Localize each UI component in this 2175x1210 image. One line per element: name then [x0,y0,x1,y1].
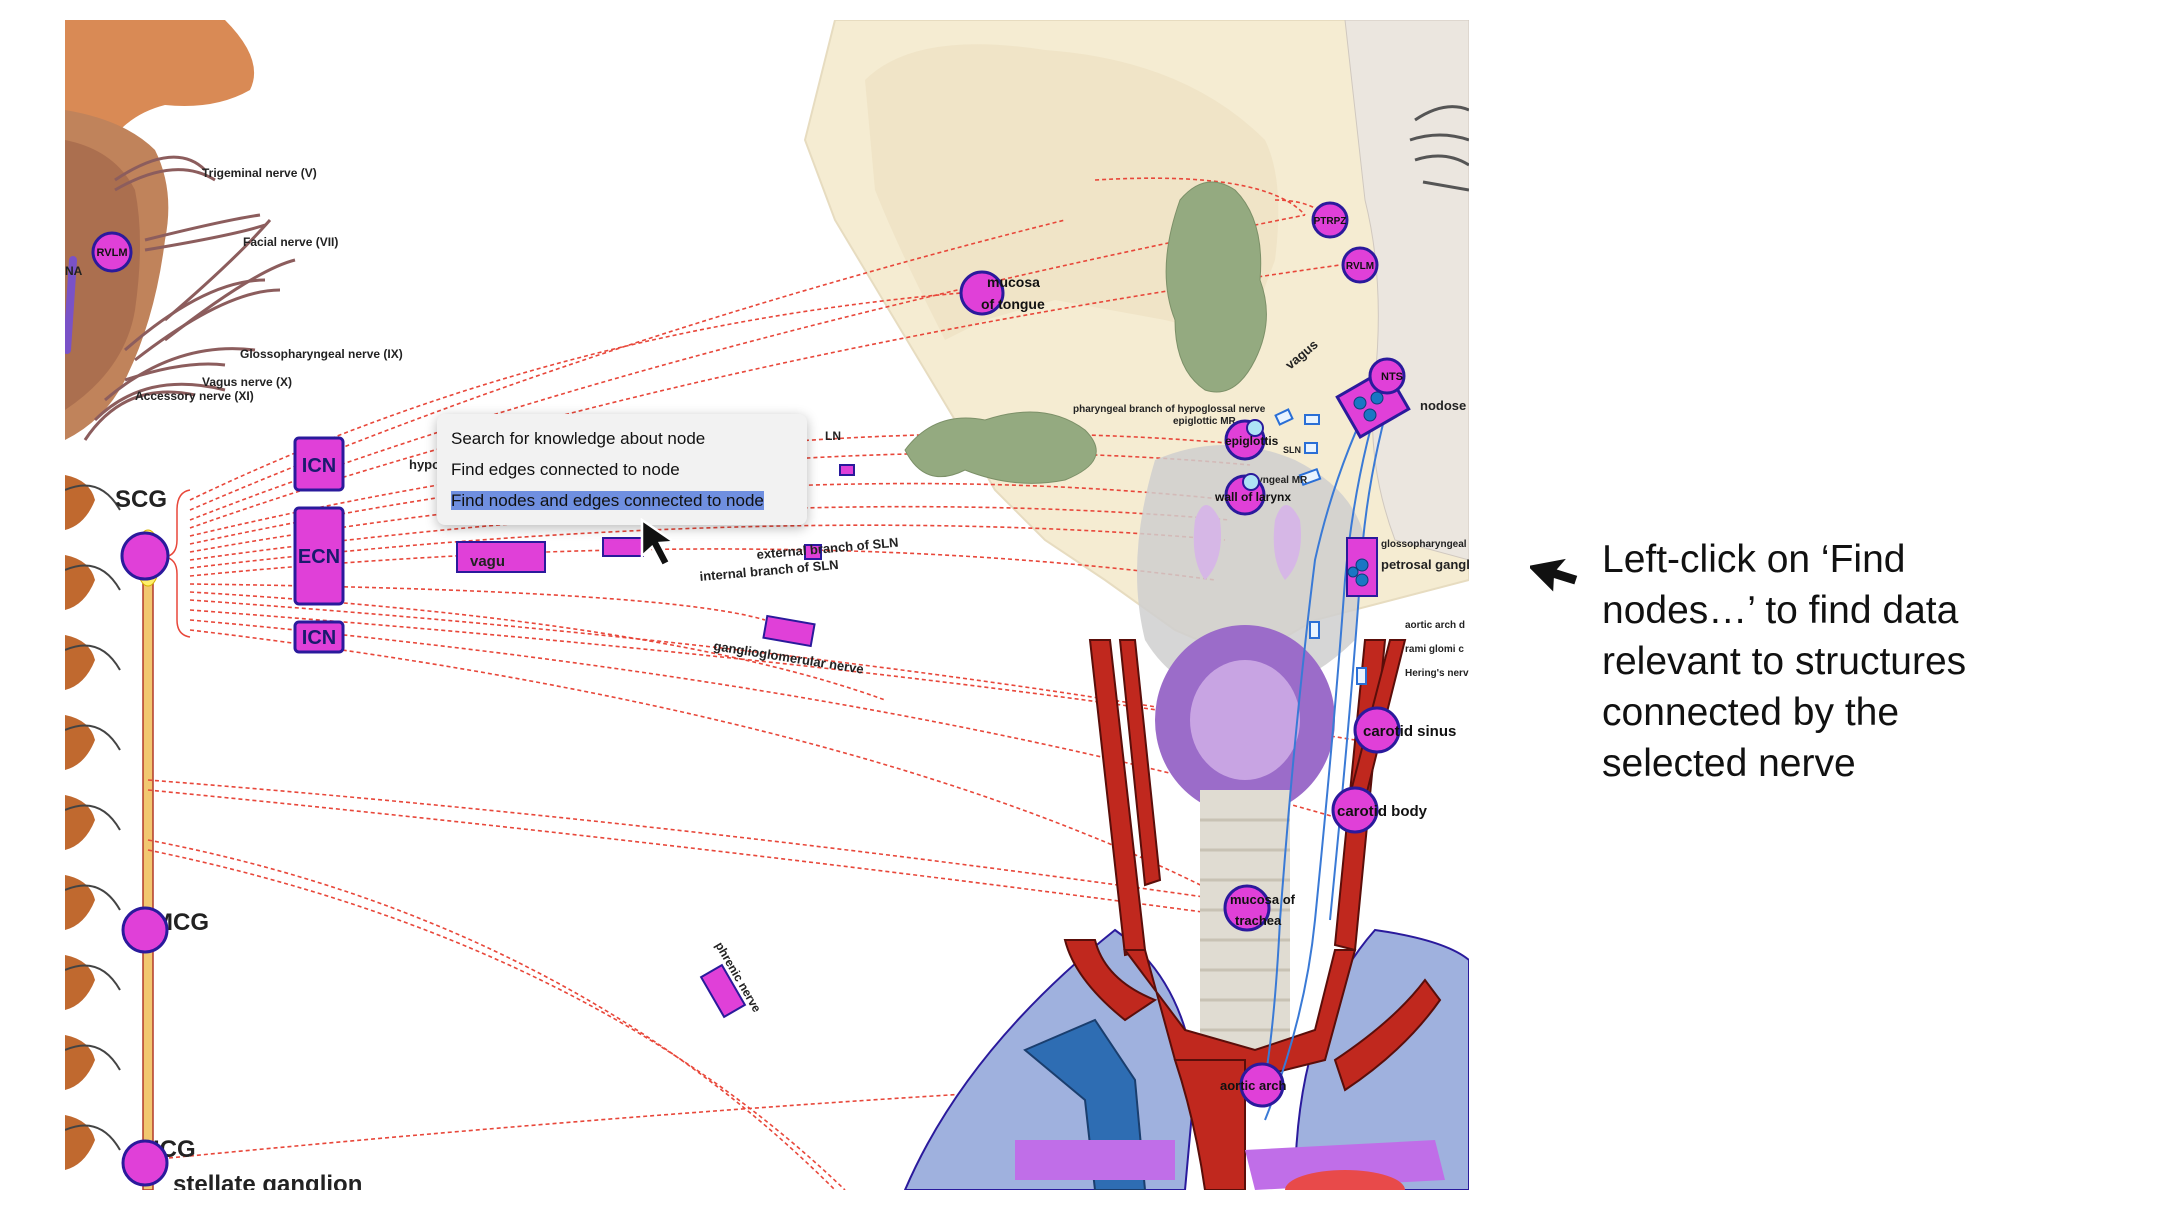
icn-top-label[interactable]: ICN [302,455,336,477]
scg-label: SCG [115,486,167,513]
icn-bottom-label[interactable]: ICN [302,627,336,649]
mucosa-trachea-label-2: trachea [1235,913,1282,928]
menu-item-find-edges[interactable]: Find edges connected to node [437,455,807,486]
ptrpz-label: PTRPZ [1314,216,1347,227]
scg-bracket [164,489,191,638]
ptrpz-node[interactable] [1311,201,1349,239]
cranial-nerves [83,155,296,441]
small-cyan-nodes [1242,419,1264,491]
laryngeal-mr-label: laryngeal MR [1245,475,1308,486]
trigeminal-label: Trigeminal nerve (V) [202,166,317,180]
carotid-body-node[interactable] [1331,786,1379,834]
target-node-labels: RVLM mucosa of tongue PTRPZ RVLM NTS epi… [97,216,1457,1093]
sln-top-label: LN [825,429,841,443]
nerve-segment-markers [1274,408,1367,685]
mcg-node[interactable] [121,906,169,954]
menu-item-find-nodes-and-edges[interactable]: Find nodes and edges connected to node [437,486,807,517]
mucosa-tongue-label-2: of tongue [981,296,1045,312]
rvlm-right-node[interactable] [1341,246,1379,284]
mouse-cursor-icon [640,518,678,568]
petrosal-label: petrosal gangl [1381,557,1469,572]
menu-item-label: Find nodes and edges connected to node [451,491,764,510]
glossopharyngeal-small-label: glossopharyngeal [1381,539,1467,550]
nts-node[interactable] [1368,357,1406,395]
instruction-text: Left-click on ‘Find nodes…’ to find data… [1602,538,1967,785]
anatomy-diagram-canvas[interactable]: Trigeminal nerve (V) Facial nerve (VII) … [65,20,1469,1190]
glossopharyngeal-label: Glossopharyngeal nerve (IX) [240,347,403,361]
cranial-nerve-labels: Trigeminal nerve (V) Facial nerve (VII) … [65,166,403,403]
sympathetic-chain [135,529,161,1190]
brainstem-image [65,20,255,440]
rvlm-left-label: RVLM [97,247,128,259]
menu-item-search-knowledge[interactable]: Search for knowledge about node [437,424,807,455]
rvlm-right-label: RVLM [1346,261,1374,272]
facial-label: Facial nerve (VII) [243,235,338,249]
cursor-arrow-icon [1530,558,1578,592]
nodose-label: nodose g [1420,398,1469,413]
aortic-arch-d-label: aortic arch d [1405,620,1465,631]
aortic-arch-node[interactable] [1239,1062,1285,1108]
rvlm-left-node[interactable] [91,231,133,273]
scg-node[interactable] [120,531,170,581]
rami-glomi-label: rami glomi c [1405,644,1464,655]
carotid-sinus-node[interactable] [1353,706,1401,754]
herings-label: Hering's nerv [1405,668,1469,679]
nerve-box-ganglia-dots [1347,391,1384,587]
thyroid-image [1155,625,1335,815]
internal-sln-label: internal branch of SLN [699,557,839,584]
cervical-vertebra-image [1409,105,1469,192]
wall-larynx-label: wall of larynx [1214,490,1291,504]
carotid-body-label: carotid body [1337,803,1428,820]
node-context-menu: Search for knowledge about node Find edg… [437,414,807,525]
na-label: NA [65,264,83,278]
chain-nodes [120,531,170,1187]
stellate-label: stellate ganglion [173,1171,362,1190]
great-vessels [1015,1018,1445,1190]
mucosa-trachea-label-1: mucosa of [1230,892,1296,907]
mucosa-tongue-label-1: mucosa [987,274,1040,290]
tongue-pharynx-image [904,181,1365,700]
sln-small-label: SLN [1283,445,1301,455]
epiglottic-mr-label: epiglottic MR [1173,416,1237,427]
menu-item-label: Search for knowledge about node [451,429,706,448]
mucosa-tongue-node[interactable] [959,270,1005,316]
epiglottis-label: epiglottis [1225,434,1279,448]
icg-node[interactable] [121,1139,169,1187]
hypo-label: hypo [409,457,440,472]
accessory-label: Accessory nerve (XI) [135,389,254,403]
ecn-label[interactable]: ECN [298,546,340,568]
vagus-x-label: Vagus nerve (X) [202,375,292,389]
vagus-box-label: vagu [470,553,505,570]
menu-item-label: Find edges connected to node [451,460,680,479]
pharyngeal-branch-label: pharyngeal branch of hypoglossal nerve [1073,404,1266,415]
nts-label: NTS [1381,371,1403,383]
spinal-segments [65,475,121,1170]
carotid-sinus-label: carotid sinus [1363,723,1456,740]
aortic-arch-label: aortic arch [1220,1078,1287,1093]
mucosa-trachea-node[interactable] [1223,884,1271,932]
